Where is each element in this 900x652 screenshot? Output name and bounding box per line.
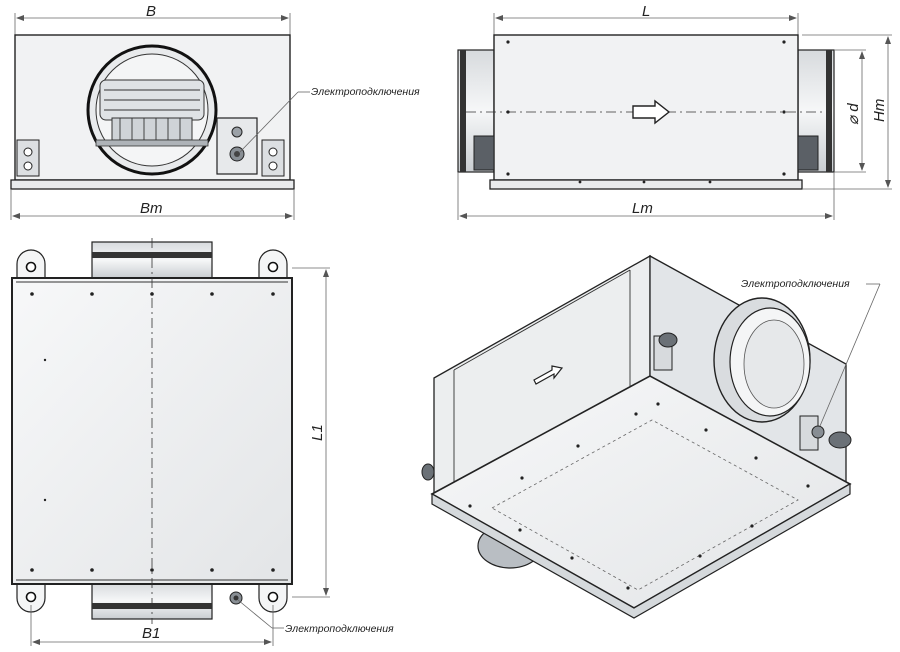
isometric-view: Электроподключения xyxy=(421,254,881,619)
top-electrical-note: Электроподключения xyxy=(285,623,394,635)
iso-flow-arrow-icon xyxy=(533,365,564,385)
front-electrical-note: Электроподключения xyxy=(311,86,420,98)
top-screws xyxy=(30,292,275,572)
iso-cable-gland xyxy=(811,425,825,439)
iso-mounting-brackets xyxy=(421,332,852,481)
top-view: L1 B1 Электроподключения xyxy=(11,238,394,646)
front-base-plate xyxy=(10,179,295,190)
front-mounting-bracket-left xyxy=(16,139,40,177)
dim-label-b: B xyxy=(146,3,156,20)
dim-label-diameter: ⌀ d xyxy=(845,103,862,125)
dim-label-l: L xyxy=(642,3,650,20)
dim-label-l1: L1 xyxy=(309,424,326,441)
fan-impeller xyxy=(95,79,209,147)
front-mounting-bracket-right xyxy=(261,139,285,177)
dim-label-lm: Lm xyxy=(632,200,653,217)
dim-label-b1: B1 xyxy=(142,625,160,642)
dim-label-bm: Bm xyxy=(140,200,163,217)
flow-arrow-icon xyxy=(632,99,671,125)
side-view: L ⌀ d Hm Lm xyxy=(457,3,892,220)
side-base-plate xyxy=(489,179,803,190)
dim-label-hm: Hm xyxy=(871,99,888,122)
front-junction-box xyxy=(216,117,258,175)
top-mounting-ears xyxy=(16,249,288,613)
iso-spigot-upper xyxy=(713,297,811,423)
iso-electrical-note: Электроподключения xyxy=(741,278,850,290)
iso-screws xyxy=(468,402,810,590)
front-view: B xyxy=(10,3,420,220)
